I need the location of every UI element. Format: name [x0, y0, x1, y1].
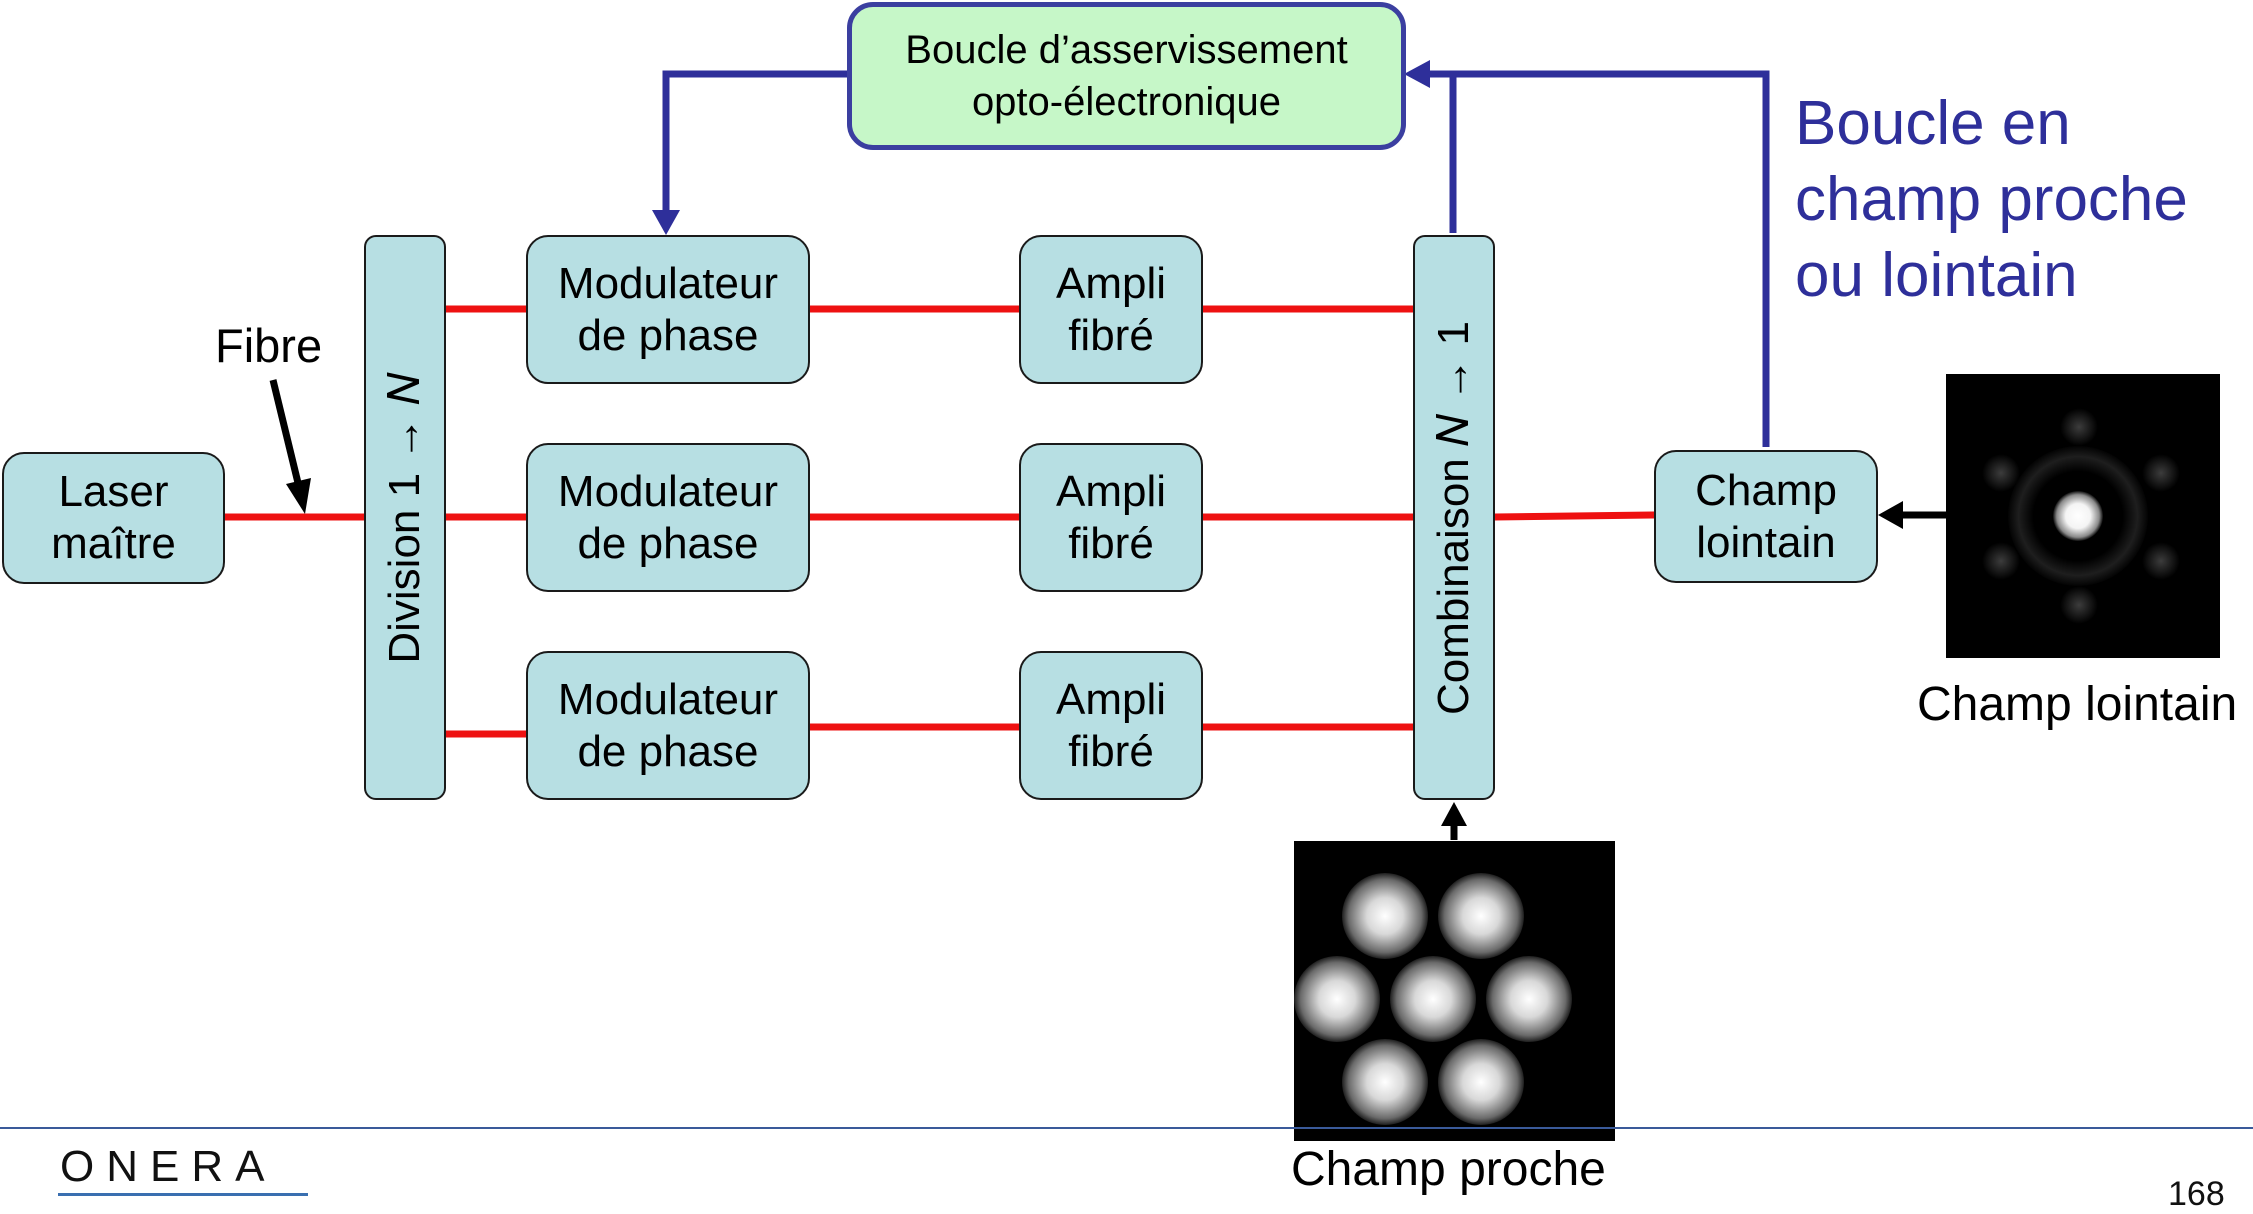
modulator-2-line-1: Modulateur — [557, 466, 779, 516]
modulator-1-line-2: de phase — [577, 310, 759, 360]
feedback-loop-box: Boucle d’asservissement opto-électroniqu… — [847, 2, 1406, 150]
laser-line-1: Laser — [58, 467, 169, 516]
far-field-box-line-1: Champ — [1695, 465, 1837, 515]
far-field-side-lobe-upper-right — [2142, 454, 2180, 492]
far-field-side-lobe-lower-right — [2142, 542, 2180, 580]
near-field-beam-3 — [1294, 956, 1380, 1042]
amplifier-3-line-1: Ampli — [1055, 674, 1167, 724]
amplifier-2-line-2: fibré — [1068, 518, 1154, 568]
arrow-to-modulator — [652, 210, 680, 235]
near-field-beam-7 — [1438, 1039, 1524, 1125]
footer-divider — [0, 1127, 2253, 1129]
loop-note-line-2: champ proche — [1795, 165, 2188, 234]
near-field-beam-1 — [1342, 873, 1428, 959]
division-block: Division 1 → 𝑁 — [364, 235, 446, 800]
far-field-arrow — [1878, 501, 1948, 529]
far-field-side-lobe-top — [2060, 408, 2098, 446]
modulator-1-line-1: Modulateur — [557, 258, 779, 308]
far-field-side-lobe-bottom — [2060, 586, 2098, 624]
far-field-box-line-2: lointain — [1696, 517, 1836, 567]
combination-block: Combinaison 𝑁 → 1 — [1413, 235, 1495, 800]
near-field-beam-2 — [1438, 873, 1524, 959]
modulator-3-line-2: de phase — [577, 726, 759, 776]
far-field-image — [1946, 374, 2220, 658]
onera-logo: ONERA — [60, 1142, 277, 1191]
phase-modulator-1: Modulateur de phase — [526, 235, 810, 384]
combination-label: Combinaison 𝑁 → 1 — [1429, 320, 1478, 715]
logo-underline — [58, 1193, 308, 1196]
near-field-image — [1294, 841, 1615, 1141]
loop-note-line-3: ou lointain — [1795, 241, 2078, 310]
near-field-beam-5 — [1486, 956, 1572, 1042]
feedback-loop-lines — [662, 70, 1770, 447]
amplifier-2-line-1: Ampli — [1055, 466, 1167, 516]
loop-note-line-1: Boucle en — [1795, 89, 2071, 158]
far-field-side-lobe-upper-left — [1982, 454, 2020, 492]
division-label: Division 1 → 𝑁 — [380, 371, 429, 664]
laser-master-box: Laser maître — [2, 452, 225, 584]
amplifier-3-line-2: fibré — [1068, 726, 1154, 776]
near-field-caption: Champ proche — [1291, 1143, 1606, 1196]
feedback-loop-line-1: Boucle d’asservissement — [905, 28, 1348, 72]
amplifier-1-line-1: Ampli — [1055, 258, 1167, 308]
far-field-caption: Champ lointain — [1917, 678, 2238, 731]
far-field-box: Champ lointain — [1654, 450, 1878, 583]
near-field-beam-6 — [1342, 1039, 1428, 1125]
loop-note: Boucle en champ proche ou lointain — [1795, 86, 2188, 314]
fiber-lines — [222, 305, 1656, 738]
phase-modulator-3: Modulateur de phase — [526, 651, 810, 800]
fiber-label: Fibre — [215, 319, 323, 372]
fiber-amplifier-1: Ampli fibré — [1019, 235, 1203, 384]
amplifier-1-line-2: fibré — [1068, 310, 1154, 360]
far-field-side-lobe-lower-left — [1982, 542, 2020, 580]
fiber-amplifier-3: Ampli fibré — [1019, 651, 1203, 800]
laser-line-2: maître — [51, 519, 176, 568]
phase-modulator-2: Modulateur de phase — [526, 443, 810, 592]
feedback-loop-line-2: opto-électronique — [971, 80, 1282, 124]
modulator-2-line-2: de phase — [577, 518, 759, 568]
page-number: 168 — [2168, 1175, 2225, 1213]
modulator-3-line-1: Modulateur — [557, 674, 779, 724]
far-field-ring — [2008, 446, 2148, 586]
near-field-arrow — [1441, 802, 1467, 840]
near-field-beam-4 — [1390, 956, 1476, 1042]
fiber-pointer-arrow — [269, 379, 311, 514]
fiber-amplifier-2: Ampli fibré — [1019, 443, 1203, 592]
arrow-to-loop — [1404, 60, 1430, 88]
